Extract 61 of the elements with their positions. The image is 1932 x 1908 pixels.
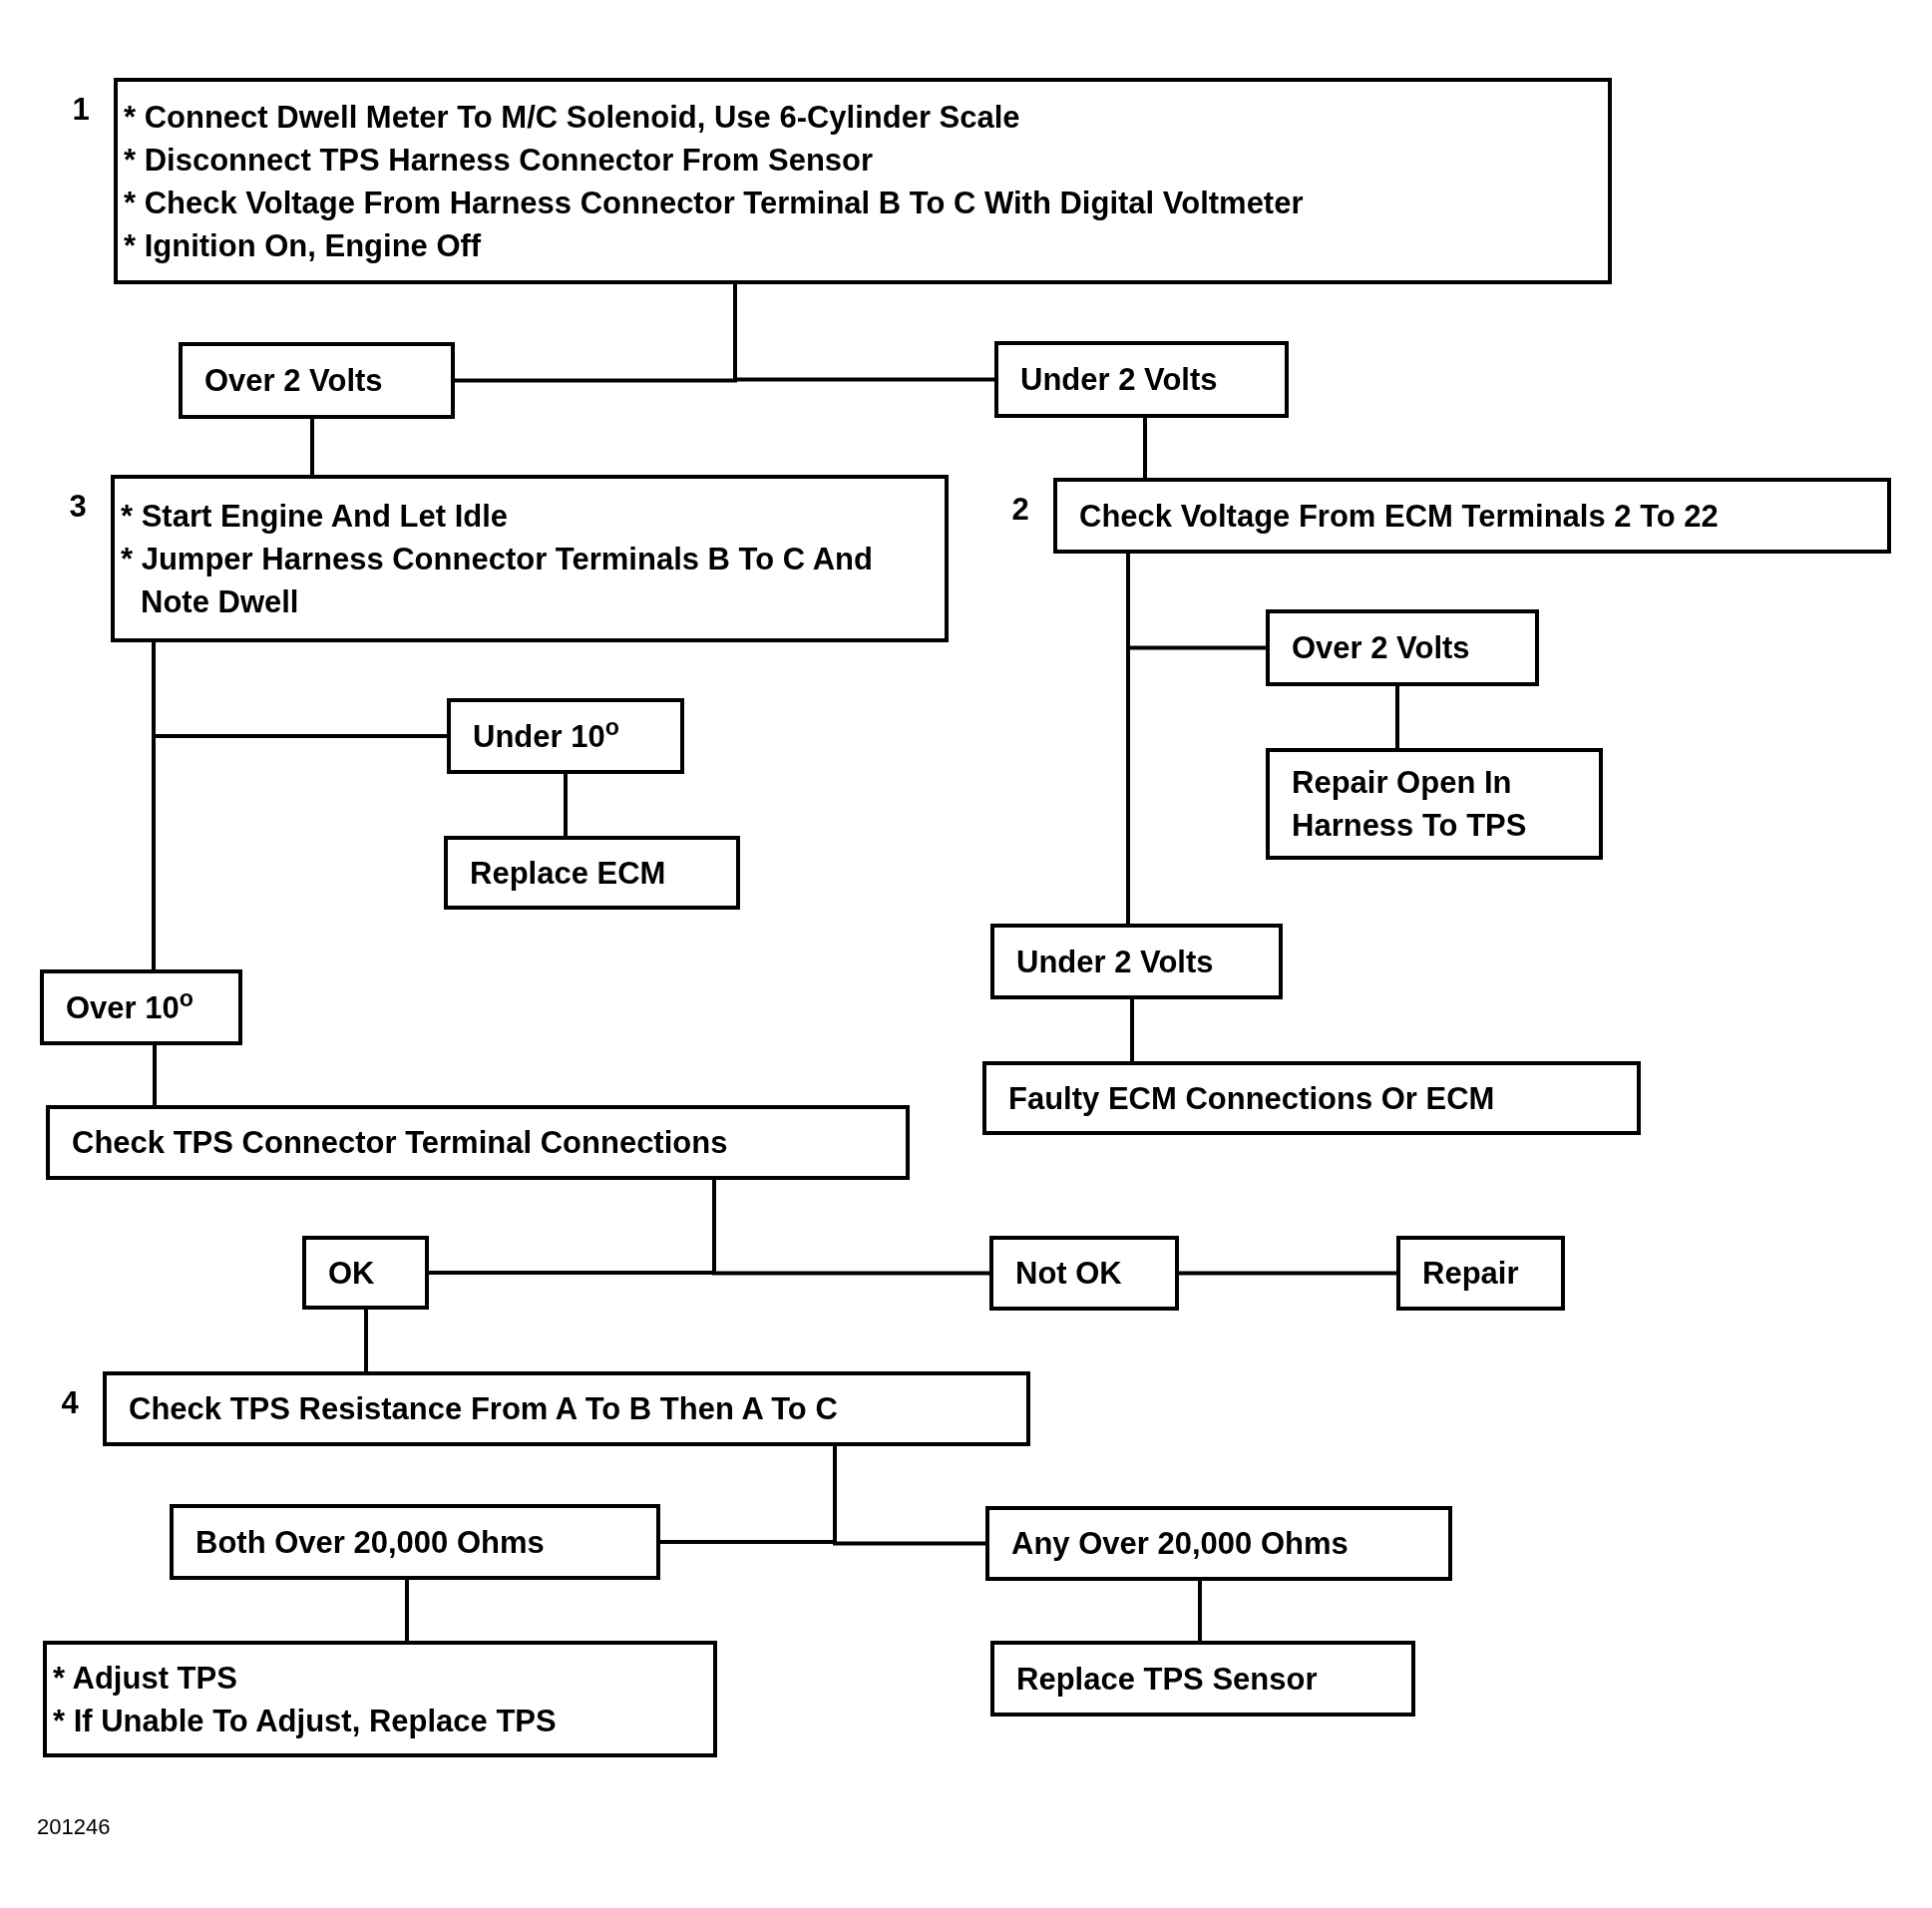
- step-box: [989, 1236, 1179, 1311]
- step-text: Faulty ECM Connections Or ECM: [1008, 1079, 1496, 1118]
- step-text: Repair Open In Harness To TPS: [1292, 764, 1528, 845]
- step-text: Over 2 Volts: [1292, 629, 1471, 667]
- connector-line: [405, 1578, 409, 1643]
- step-text: Under 2 Volts: [1016, 943, 1215, 981]
- connector-line: [1198, 1579, 1202, 1643]
- step-text: OK: [328, 1254, 376, 1293]
- connector-line: [1395, 684, 1399, 750]
- step-text: * Adjust TPS: [53, 1659, 238, 1698]
- step-number: 3: [68, 488, 88, 526]
- step-box: [985, 1506, 1452, 1581]
- step-box: [302, 1236, 429, 1310]
- step-text: Check Voltage From ECM Terminals 2 To 22: [1079, 497, 1720, 536]
- step-text: Over 2 Volts: [204, 362, 384, 400]
- step-text: Replace TPS Sensor: [1016, 1660, 1319, 1699]
- figure-number: 201246: [37, 1813, 111, 1841]
- step-box: [447, 698, 684, 774]
- step-text: Repair: [1422, 1255, 1520, 1293]
- step-number: 4: [60, 1384, 80, 1422]
- step-text: * Disconnect TPS Harness Connector From Sensor: [124, 141, 875, 180]
- step-number: 1: [71, 91, 91, 129]
- step-box: [1266, 748, 1603, 860]
- step-box: [179, 342, 455, 419]
- step-text: Not OK: [1015, 1255, 1123, 1293]
- connector-line: [1143, 416, 1147, 480]
- step-number: 2: [1010, 491, 1030, 529]
- step-box: [170, 1504, 660, 1580]
- step-box: [982, 1061, 1641, 1135]
- step-text: Check TPS Resistance From A To B Then A To C: [129, 1390, 839, 1428]
- step-box: [46, 1105, 910, 1180]
- step-text: Under 2 Volts: [1020, 361, 1219, 399]
- connector-line: [712, 1178, 991, 1276]
- connector-line: [833, 1444, 987, 1546]
- step-text: Any Over 20,000 Ohms: [1011, 1525, 1350, 1563]
- step-text: * Ignition On, Engine Off: [124, 226, 483, 265]
- step-box: [990, 924, 1283, 999]
- step-text: * Start Engine And Let Idle: [121, 497, 510, 536]
- step-text: * If Unable To Adjust, Replace TPS: [53, 1702, 558, 1740]
- connector-line: [364, 1308, 368, 1373]
- step-box: [444, 836, 740, 910]
- connector-line: [1126, 552, 1130, 926]
- connector-line: [1130, 997, 1134, 1063]
- connector-line: [310, 417, 314, 477]
- step-text: * Jumper Harness Connector Terminals B To C And Note Dwell: [121, 540, 874, 621]
- step-text: Both Over 20,000 Ohms: [195, 1523, 546, 1562]
- step-box: [990, 1641, 1415, 1717]
- step-box: [1266, 609, 1539, 686]
- connector-line: [153, 1043, 157, 1107]
- step-box: [994, 341, 1289, 418]
- step-box: [1396, 1236, 1565, 1311]
- step-text: * Connect Dwell Meter To M/C Solenoid, Use 6-Cylinder Scale: [124, 98, 1021, 137]
- step-box: [40, 969, 242, 1045]
- connector-line: [564, 772, 568, 838]
- step-text: * Check Voltage From Harness Connector Terminal B To C With Digital Voltmeter: [124, 184, 1305, 222]
- step-box: [43, 1641, 717, 1757]
- step-text: Check TPS Connector Terminal Connections: [72, 1124, 729, 1162]
- step-text: Over 10$^{o}$: [66, 985, 194, 1027]
- step-text: Replace ECM: [470, 854, 667, 893]
- step-text: Under 10$^{o}$: [473, 714, 620, 756]
- connector-line: [152, 640, 156, 971]
